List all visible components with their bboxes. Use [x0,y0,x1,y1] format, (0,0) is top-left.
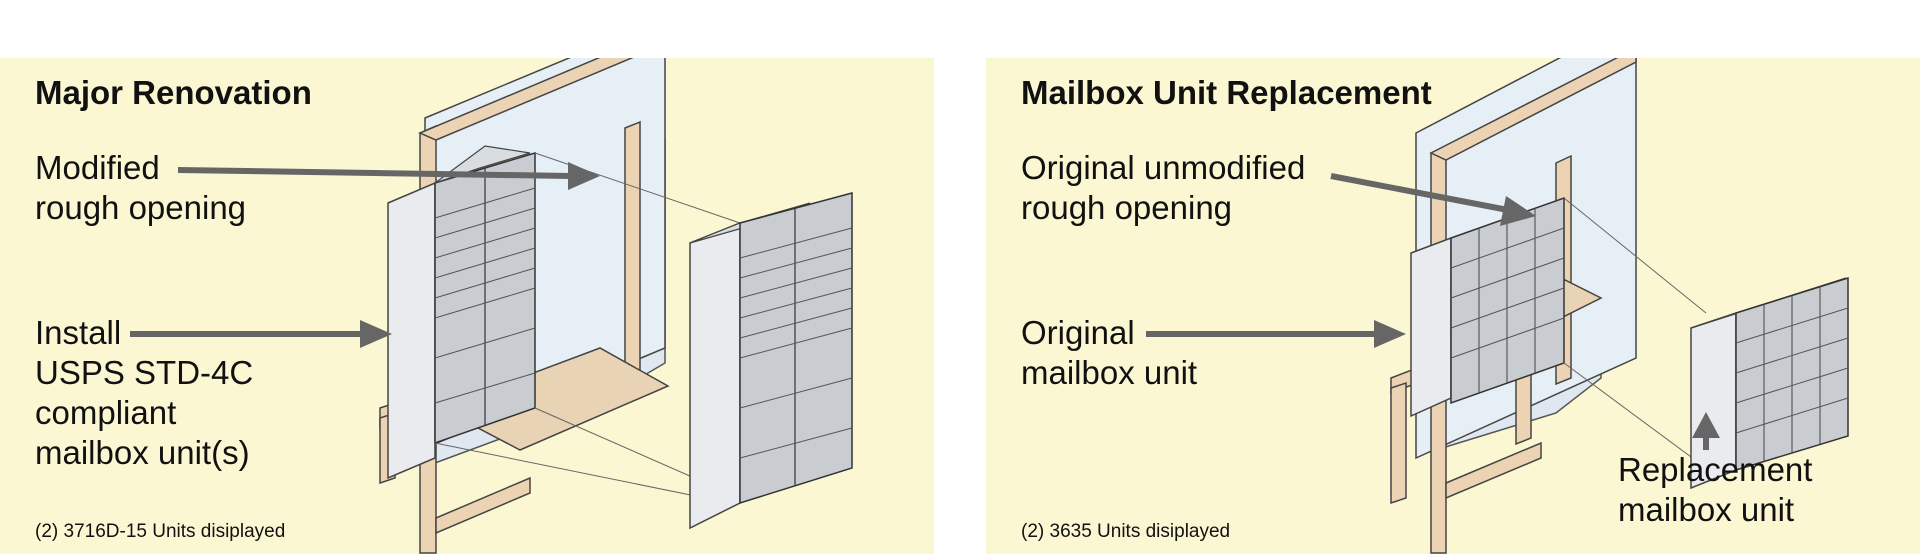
footnote: (2) 3635 Units disiplayed [1021,521,1231,542]
label-line: Replacement [1618,451,1813,488]
original-unit-side [1410,236,1452,418]
lower-cross-brace [1445,441,1542,500]
panel-major-renovation: Major Renovation Modified rough opening … [0,58,934,554]
panel-title: Major Renovation [35,74,312,111]
label-line: mailbox unit [1618,491,1795,528]
footnote: (2) 3716D-15 Units disiplayed [35,521,286,542]
arrow-to-install-head [360,320,392,348]
label-modified-opening: Modified rough opening [35,148,246,228]
lower-cross-brace [435,476,531,535]
label-original-opening: Original unmodified rough opening [1021,148,1305,228]
panel-mailbox-unit-replacement: Mailbox Unit Replacement Original unmodi… [986,58,1920,554]
lower-stud [1390,381,1407,505]
label-line: Install [35,314,122,351]
label-line: Original [1021,314,1135,351]
arrow-to-original-unit-head [1374,320,1406,348]
label-line: Modified [35,149,160,186]
label-line: USPS STD-4C [35,354,254,391]
top-header [418,58,634,141]
major-renovation-illustration [130,58,853,554]
right-stud [624,120,641,406]
installed-unit-side [387,181,436,480]
arrow-to-opening-head [568,162,600,190]
mailbox-replacement-illustration [1146,58,1849,554]
label-original-unit: Original mailbox unit [1021,313,1197,393]
label-line: rough opening [1021,189,1233,226]
top-header [1429,58,1637,161]
arrow-to-opening [177,167,571,179]
label-line: Original unmodified [1021,149,1306,186]
arrow-to-opening [1330,173,1509,213]
shelf-sill [438,347,670,451]
label-line: mailbox unit(s) [35,434,250,471]
new-unit-side [689,221,741,530]
label-replacement-unit: Replacement mailbox unit [1618,450,1812,530]
label-install-unit: Install USPS STD-4C compliant mailbox un… [35,313,253,473]
new-unit-front [739,192,853,505]
label-line: rough opening [35,189,247,226]
panel-title: Mailbox Unit Replacement [1021,74,1432,111]
label-line: mailbox unit [1021,354,1198,391]
arrow-to-opening-head [1500,196,1536,226]
label-line: compliant [35,394,177,431]
arrow-to-replacement-unit-head [1692,412,1720,438]
